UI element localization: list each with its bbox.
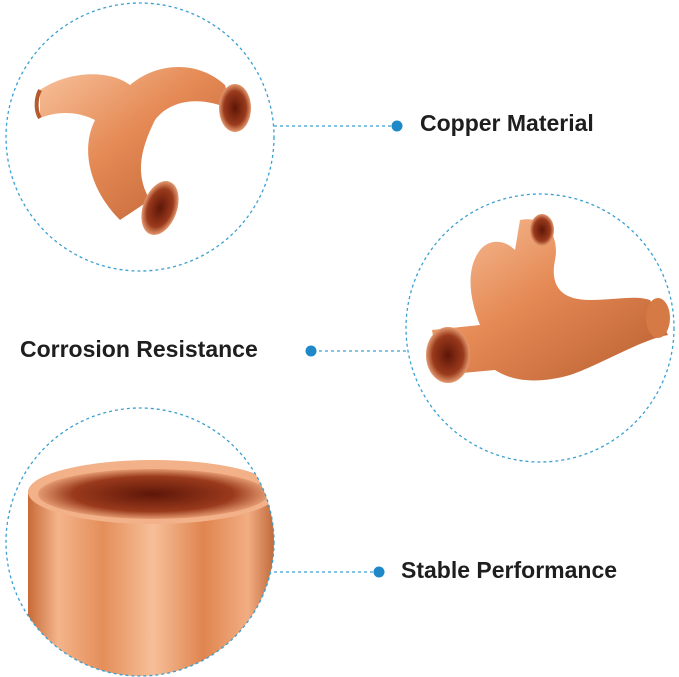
copper-material-circle (5, 2, 275, 272)
bullet-dot (373, 566, 385, 578)
corrosion-resistance-circle (405, 193, 675, 463)
stable-performance-label: Stable Performance (401, 557, 618, 583)
copper-end-cap-image (28, 460, 274, 676)
copper-y-branch-image (426, 214, 670, 383)
copper-y-fitting-image (34, 66, 251, 235)
bullet-dot (305, 345, 317, 357)
bullet-dot (391, 120, 403, 132)
stable-performance-circle (5, 407, 275, 677)
corrosion-resistance-label: Corrosion Resistance (20, 336, 258, 362)
copper-material-label: Copper Material (420, 110, 594, 136)
